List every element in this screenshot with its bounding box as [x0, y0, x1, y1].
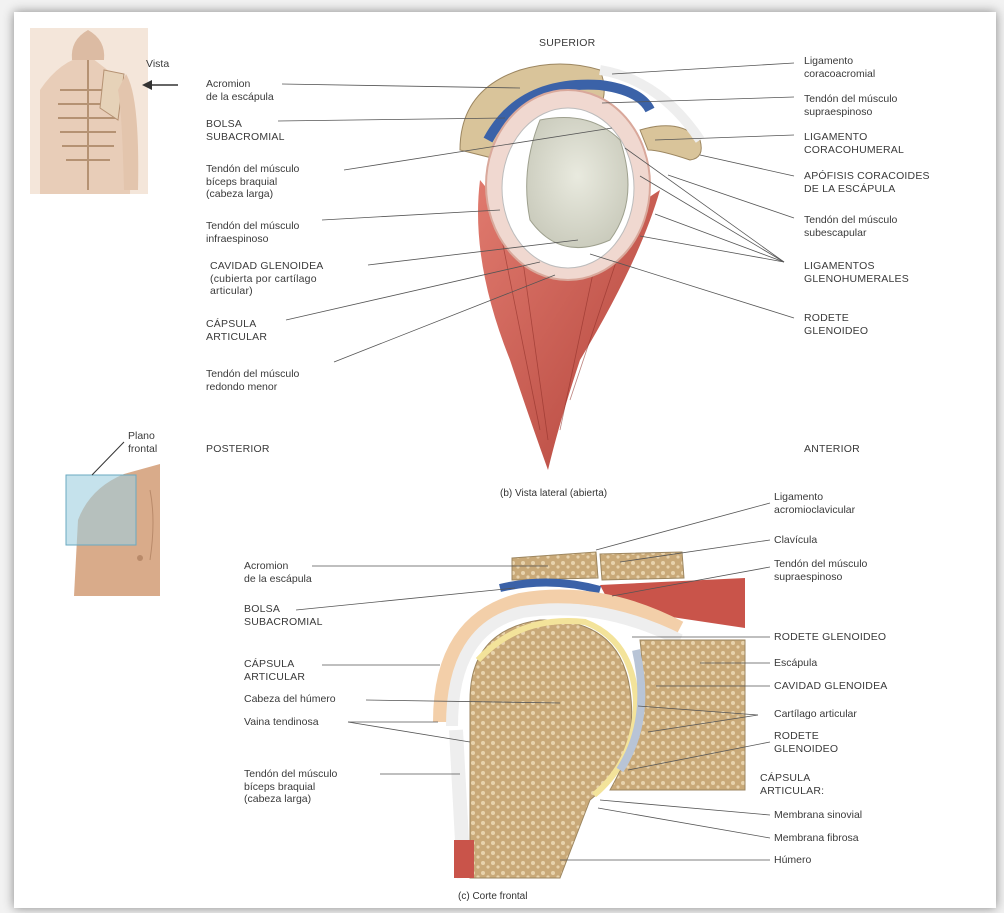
label-capsula-articular-c2: CÁPSULA ARTICULAR:: [760, 772, 824, 797]
label-cavidad-glenoidea-c: CAVIDAD GLENOIDEA: [774, 680, 887, 693]
caption-b: (b) Vista lateral (abierta): [500, 488, 607, 499]
orientation-superior: SUPERIOR: [539, 37, 595, 50]
label-tendon-biceps-c: Tendón del músculo bíceps braquial (cabe…: [244, 768, 337, 806]
label-tendon-infraespinoso: Tendón del músculo infraespinoso: [206, 220, 299, 245]
frontal-section-drawing: [440, 552, 745, 878]
label-ligamento-acromioclavicular: Ligamento acromioclavicular: [774, 491, 855, 516]
label-bolsa-subacromial-c: BOLSA SUBACROMIAL: [244, 603, 323, 628]
label-acromion-c: Acromion de la escápula: [244, 560, 312, 585]
label-cartilago-articular: Cartílago articular: [774, 708, 857, 721]
label-cavidad-glenoidea-b: CAVIDAD GLENOIDEA (cubierta por cartílag…: [210, 260, 323, 298]
label-tendon-biceps-b: Tendón del músculo bíceps braquial (cabe…: [206, 163, 299, 201]
inset-plano-frontal-label: Plano frontal: [128, 430, 157, 455]
label-rodete-glenoideo-c1: RODETE GLENOIDEO: [774, 631, 886, 644]
label-cabeza-humero: Cabeza del húmero: [244, 693, 336, 706]
label-ligamentos-glenohumerales: LIGAMENTOS GLENOHUMERALES: [804, 260, 909, 285]
lateral-view-drawing: [460, 64, 701, 470]
label-capsula-articular-c: CÁPSULA ARTICULAR: [244, 658, 305, 683]
label-escapula: Escápula: [774, 657, 817, 670]
label-tendon-subescapular: Tendón del músculo subescapular: [804, 214, 897, 239]
label-membrana-fibrosa: Membrana fibrosa: [774, 832, 859, 845]
label-rodete-glenoideo-c2: RODETE GLENOIDEO: [774, 730, 838, 755]
caption-c: (c) Corte frontal: [458, 891, 527, 902]
label-clavicula: Clavícula: [774, 534, 817, 547]
label-vaina-tendinosa: Vaina tendinosa: [244, 716, 319, 729]
label-tendon-supraespinoso-b: Tendón del músculo supraespinoso: [804, 93, 897, 118]
label-apofisis-coracoides: APÓFISIS CORACOIDES DE LA ESCÁPULA: [804, 170, 930, 195]
label-capsula-articular-b: CÁPSULA ARTICULAR: [206, 318, 267, 343]
label-humero: Húmero: [774, 854, 811, 867]
label-ligamento-coracoacromial: Ligamento coracoacromial: [804, 55, 875, 80]
label-tendon-supraespinoso-c: Tendón del músculo supraespinoso: [774, 558, 867, 583]
inset-vista-label: Vista: [146, 58, 169, 71]
label-bolsa-subacromial-b: BOLSA SUBACROMIAL: [206, 118, 285, 143]
label-ligamento-coracohumeral: LIGAMENTO CORACOHUMERAL: [804, 131, 904, 156]
label-membrana-sinovial: Membrana sinovial: [774, 809, 862, 822]
label-acromion-b: Acromion de la escápula: [206, 78, 274, 103]
inset-back-view: [30, 28, 148, 194]
label-rodete-glenoideo-b: RODETE GLENOIDEO: [804, 312, 868, 337]
label-tendon-redondo-menor: Tendón del músculo redondo menor: [206, 368, 299, 393]
orientation-posterior: POSTERIOR: [206, 443, 270, 456]
inset-frontal-plane: [66, 442, 160, 596]
orientation-anterior: ANTERIOR: [804, 443, 860, 456]
